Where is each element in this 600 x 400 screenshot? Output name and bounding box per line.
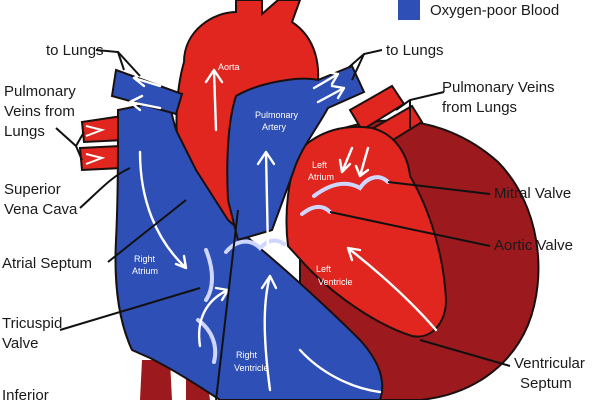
legend: Oxygen-poor Blood: [398, 0, 559, 20]
mitral-valve: [312, 175, 390, 198]
aortic-valve: [300, 205, 332, 216]
outer-labels: to Lungs to Lungs Pulmonary Veins from L…: [2, 42, 585, 400]
leader-lines: [55, 49, 511, 400]
legend-label-oxygen-poor: Oxygen-poor Blood: [430, 2, 559, 19]
label-left-atrium-1: Left: [312, 160, 328, 170]
legend-swatch-oxygen-poor: [398, 0, 420, 20]
pulmonary-artery: [226, 64, 366, 242]
label-to-lungs-left: to Lungs: [46, 42, 104, 59]
label-inferior: Inferior: [2, 387, 49, 400]
label-aorta: Aorta: [218, 62, 240, 72]
label-atrial-septum: Atrial Septum: [2, 255, 92, 272]
label-tricuspid-valve-2: Valve: [2, 335, 38, 352]
label-ventricular-septum-2: Septum: [520, 375, 572, 392]
label-pulmonary-veins-left-3: Lungs: [4, 123, 45, 140]
label-ventricular-septum-1: Ventricular: [514, 355, 585, 372]
pulmonary-valve: [224, 238, 286, 254]
label-left-atrium-2: Atrium: [308, 172, 334, 182]
tricuspid-valve: [204, 248, 214, 302]
label-superior-vena-cava-1: Superior: [4, 181, 61, 198]
label-to-lungs-right: to Lungs: [386, 42, 444, 59]
label-right-ventricle-1: Right: [236, 350, 258, 360]
label-pulmonary-artery-2: Artery: [262, 122, 287, 132]
label-pulmonary-veins-right-2: from Lungs: [442, 99, 517, 116]
label-superior-vena-cava-2: Vena Cava: [4, 201, 78, 218]
left-heart-chambers: [285, 125, 448, 338]
chamber-labels: Aorta Pulmonary Artery Left Atrium Left …: [132, 62, 353, 373]
label-right-ventricle-2: Ventricle: [234, 363, 269, 373]
label-pulmonary-veins-left-1: Pulmonary: [4, 83, 76, 100]
label-mitral-valve: Mitral Valve: [494, 185, 571, 202]
label-pulmonary-artery-1: Pulmonary: [255, 110, 299, 120]
label-left-ventricle-1: Left: [316, 264, 332, 274]
label-aortic-valve: Aortic Valve: [494, 237, 573, 254]
right-heart-chambers: [114, 98, 384, 400]
label-left-ventricle-2: Ventricle: [318, 277, 353, 287]
valves: [196, 175, 390, 364]
label-tricuspid-valve-1: Tricuspid: [2, 315, 62, 332]
label-right-atrium-2: Atrium: [132, 266, 158, 276]
flow-arrows: [128, 68, 438, 394]
pulmonary-veins-left: [78, 114, 126, 172]
label-pulmonary-veins-left-2: Veins from: [4, 103, 75, 120]
label-pulmonary-veins-right-1: Pulmonary Veins: [442, 79, 555, 96]
inferior-vena-cava: [140, 360, 172, 400]
label-right-atrium-1: Right: [134, 254, 156, 264]
